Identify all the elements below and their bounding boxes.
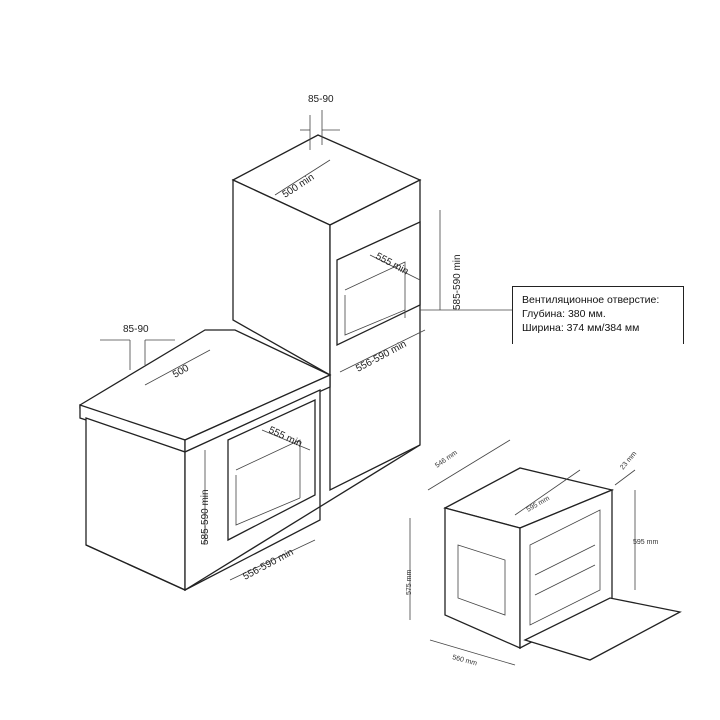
tall-niche-height-label: 585-590 min	[452, 254, 463, 310]
oven-panel-label: 23 mm	[619, 450, 638, 471]
oven-drawing: 546 mm 595 mm 23 mm 595 mm 575 mm 560 mm	[406, 439, 682, 668]
counter-edge-side	[184, 373, 331, 454]
oven-height-label: 595 mm	[633, 539, 658, 546]
ventilation-depth: Глубина: 380 мм.	[522, 308, 606, 320]
ventilation-width: Ширина: 374 мм/384 мм	[522, 322, 640, 334]
tall-oven-niche	[336, 220, 421, 347]
oven-body-width-label: 560 mm	[451, 654, 477, 667]
oven-depth-label: 546 mm	[434, 449, 459, 469]
tall-top-gap-label: 85-90	[308, 94, 334, 105]
lower-oven-niche	[227, 398, 316, 542]
lower-niche-height-label: 585-590 min	[200, 489, 211, 545]
oven-body-height-label: 575 mm	[406, 570, 413, 595]
counter-gap-label: 85-90	[123, 324, 149, 335]
ventilation-note: Вентиляционное отверстие: Глубина: 380 м…	[512, 286, 684, 344]
ventilation-title: Вентиляционное отверстие:	[522, 294, 660, 306]
